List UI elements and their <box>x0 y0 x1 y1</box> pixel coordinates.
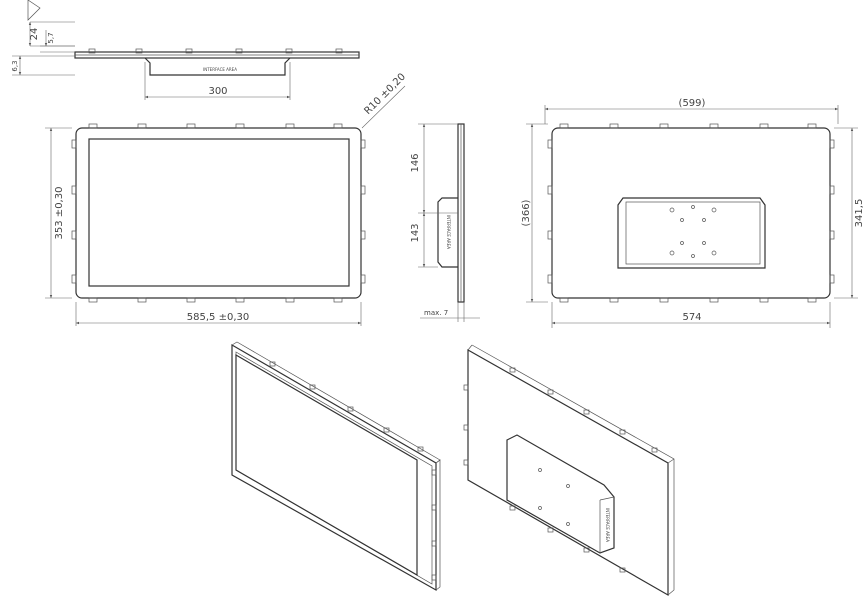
iso-front-screen <box>235 353 418 577</box>
rear-interface-box <box>617 197 766 269</box>
width-inner: 574 <box>682 312 701 323</box>
isometric-front <box>231 341 441 592</box>
dim-6-3: 6,3 <box>11 60 19 71</box>
iso-front-frame <box>231 343 437 592</box>
height-inner: 341,5 <box>854 199 865 228</box>
dim-24: 24 <box>29 28 40 41</box>
rear-panel <box>551 127 831 299</box>
iso-rear-interface <box>506 434 615 554</box>
radius-label: R10 ±0,20 <box>362 71 408 117</box>
max-label: max. 7 <box>424 309 448 317</box>
side-view: INTERFACE AREA 146 143 max. 7 <box>410 123 480 322</box>
height-label: 353 ±0,30 <box>54 187 65 240</box>
dim-5-7: 5,7 <box>47 32 55 43</box>
width-label: 585,5 ±0,30 <box>187 312 249 323</box>
side-interface-label: INTERFACE AREA <box>446 215 451 249</box>
front-bezel <box>75 127 362 299</box>
interface-area-label: INTERFACE AREA <box>203 67 237 72</box>
dim-146: 146 <box>410 153 421 172</box>
front-view: R10 ±0,20 353 ±0,30 585,5 ±0,30 <box>45 71 408 326</box>
iso-interface-label: INTERFACE AREA <box>605 508 610 542</box>
iso-rear-panel <box>467 348 669 597</box>
display-area <box>88 138 350 287</box>
isometric-rear: INTERFACE AREA <box>463 344 675 597</box>
width-overall: (599) <box>679 98 706 109</box>
dim-300: 300 <box>208 86 227 97</box>
height-overall: (366) <box>521 199 532 226</box>
surface-symbol <box>27 0 41 21</box>
interface-box <box>144 57 291 76</box>
dim-143: 143 <box>410 223 421 242</box>
rear-view: (599) (366) 341,5 574 <box>521 98 865 328</box>
side-interface-box <box>437 197 458 268</box>
top-view: INTERFACE AREA 24 5,7 6,3 300 <box>11 0 360 100</box>
